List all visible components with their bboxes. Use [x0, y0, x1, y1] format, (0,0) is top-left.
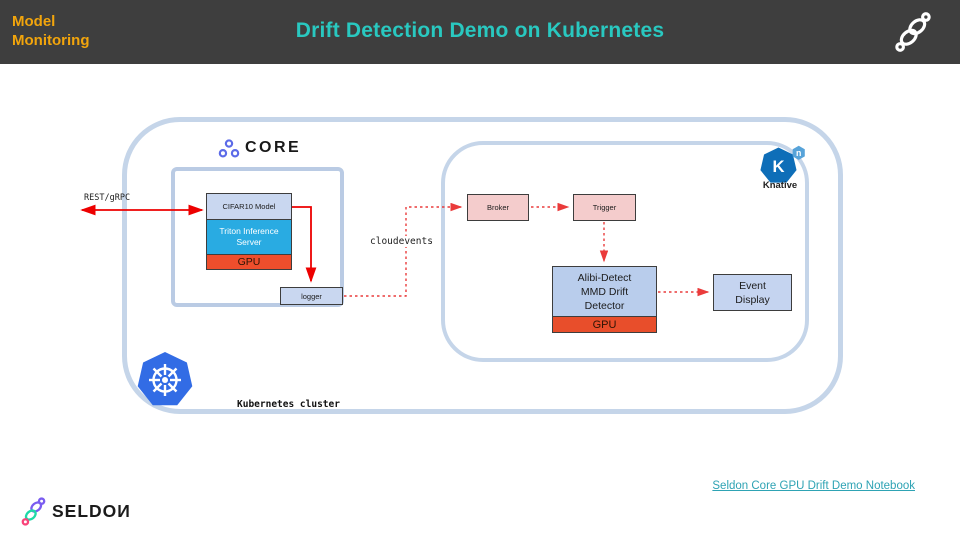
seldon-footer-logo: SELDOИ	[20, 496, 131, 527]
cluster-label: Kubernetes cluster	[237, 399, 340, 410]
broker-box: Broker	[467, 194, 529, 221]
cloudevents-label: cloudevents	[368, 236, 435, 247]
page-title: Drift Detection Demo on Kubernetes	[295, 19, 665, 42]
knative-logo-icon: K n	[760, 145, 805, 183]
drift-detector-box: Alibi-Detect MMD Drift Detector	[552, 266, 657, 317]
knative-brand-label: Knative	[762, 180, 798, 191]
cifar10-model-box: CIFAR10 Model	[206, 193, 292, 220]
header-bar: Model Monitoring Drift Detection Demo on…	[0, 0, 960, 64]
rest-grpc-label: REST/gRPC	[84, 193, 131, 203]
triton-gpu-bar: GPU	[206, 254, 292, 270]
seldon-core-icon	[218, 138, 240, 157]
seldon-core-brand: CORE	[218, 137, 301, 159]
knative-logo-k: K	[772, 157, 784, 176]
event-display-box: Event Display	[713, 274, 792, 311]
notebook-link[interactable]: Seldon Core GPU Drift Demo Notebook	[712, 480, 915, 492]
triton-server-box: Triton Inference Server	[206, 219, 292, 255]
trigger-box: Trigger	[573, 194, 636, 221]
logger-box: logger	[280, 287, 343, 305]
knative-logo-n: n	[796, 148, 801, 158]
seldon-logo-text: SELDOИ	[52, 501, 131, 521]
seldon-core-brand-label: CORE	[245, 139, 302, 156]
seldon-mark-icon	[895, 12, 931, 52]
kicker-text: Model Monitoring	[12, 13, 90, 49]
kubernetes-logo-icon	[137, 352, 193, 406]
detector-gpu-bar: GPU	[552, 316, 657, 333]
seldon-logo-icon	[21, 497, 46, 526]
